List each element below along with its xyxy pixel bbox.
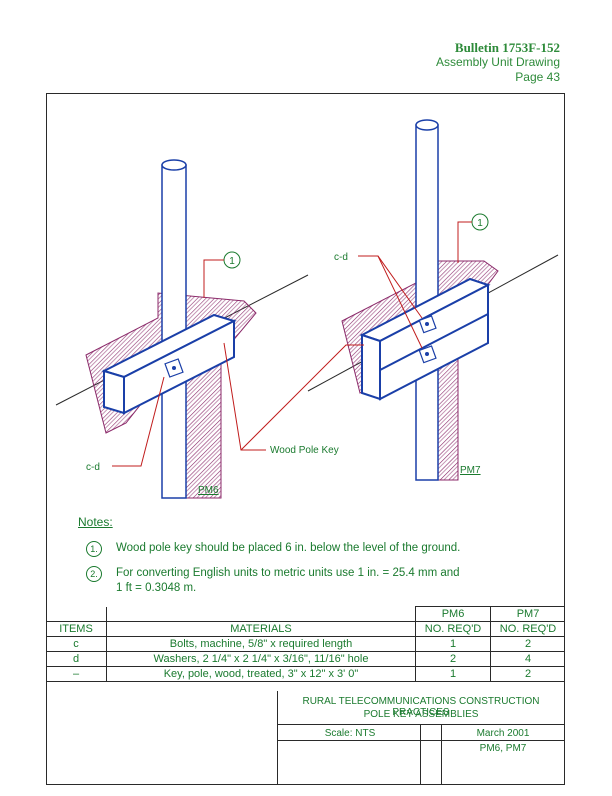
pole-top <box>161 159 187 171</box>
assembly-drawing: 1 c-d PM6 Wood Pole Key 1 c-d PM7 <box>55 119 559 499</box>
cd-leader <box>377 255 423 349</box>
column-header: NO. REQ'D <box>415 621 491 637</box>
bolt-head <box>172 366 176 370</box>
titleblock-scale: Scale: NTS <box>324 728 376 739</box>
callout-leader <box>457 221 472 263</box>
titleblock-divider <box>277 740 565 741</box>
cd-label: c-d <box>334 252 348 263</box>
pm6-label: PM6 <box>198 485 219 496</box>
materials-table: PM6 PM7 ITEMS MATERIALS NO. REQ'D NO. RE… <box>46 606 565 682</box>
cd-label: c-d <box>86 462 100 473</box>
bulletin-number: Bulletin 1753F-152 <box>454 40 560 55</box>
titleblock-divider <box>277 691 278 785</box>
notes-title: Notes: <box>78 515 113 529</box>
titleblock-divider <box>420 724 421 785</box>
key-leader-right <box>240 344 364 451</box>
titleblock-date: March 2001 <box>476 728 530 739</box>
callout-leader <box>203 259 224 298</box>
drawing-frame <box>46 93 565 785</box>
document-type: Assembly Unit Drawing <box>435 55 560 69</box>
pm7-label: PM7 <box>460 465 481 476</box>
bolt-head <box>425 352 429 356</box>
titleblock-title: RURAL TELECOMMUNICATIONS CONSTRUCTION PR… <box>302 696 540 718</box>
pm7-assembly: 1 c-d PM7 <box>307 119 559 481</box>
titleblock-divider <box>441 724 442 785</box>
pole-key-end <box>103 369 125 415</box>
cd-leader <box>112 376 165 467</box>
titleblock-subtitle: POLE KEY ASSEMBLIES <box>363 709 479 720</box>
table-row: – Key, pole, wood, treated, 3" x 12" x 3… <box>46 666 565 682</box>
unit-header: PM7 <box>490 606 565 622</box>
note-text: For converting English units to metric u… <box>116 567 460 579</box>
unit-header: PM6 <box>415 606 491 622</box>
note-text: 1 ft = 0.3048 m. <box>116 582 197 594</box>
note-text: Wood pole key should be placed 6 in. bel… <box>116 542 461 554</box>
page-number: Page 43 <box>515 70 560 84</box>
pole-key-end <box>361 333 381 401</box>
pm6-assembly: 1 c-d PM6 <box>55 159 309 499</box>
note-number: 2. <box>86 566 102 582</box>
pole-top <box>415 119 439 131</box>
wood-pole-key-label: Wood Pole Key <box>270 445 339 456</box>
bolt-head <box>425 322 429 326</box>
titleblock-units: PM6, PM7 <box>479 743 527 754</box>
table-row: d Washers, 2 1/4" x 2 1/4" x 3/16", 11/1… <box>46 651 565 667</box>
callout-label: 1 <box>477 218 483 229</box>
titleblock-divider <box>277 724 565 725</box>
callout-label: 1 <box>229 256 235 267</box>
bulletin-header: Bulletin 1753F-152 Assembly Unit Drawing… <box>436 40 560 85</box>
column-header: NO. REQ'D <box>490 621 565 637</box>
note-number: 1. <box>86 541 102 557</box>
column-header: ITEMS <box>46 621 107 637</box>
column-header: MATERIALS <box>106 621 416 637</box>
table-row: c Bolts, machine, 5/8" x required length… <box>46 636 565 652</box>
key-split <box>379 313 489 371</box>
